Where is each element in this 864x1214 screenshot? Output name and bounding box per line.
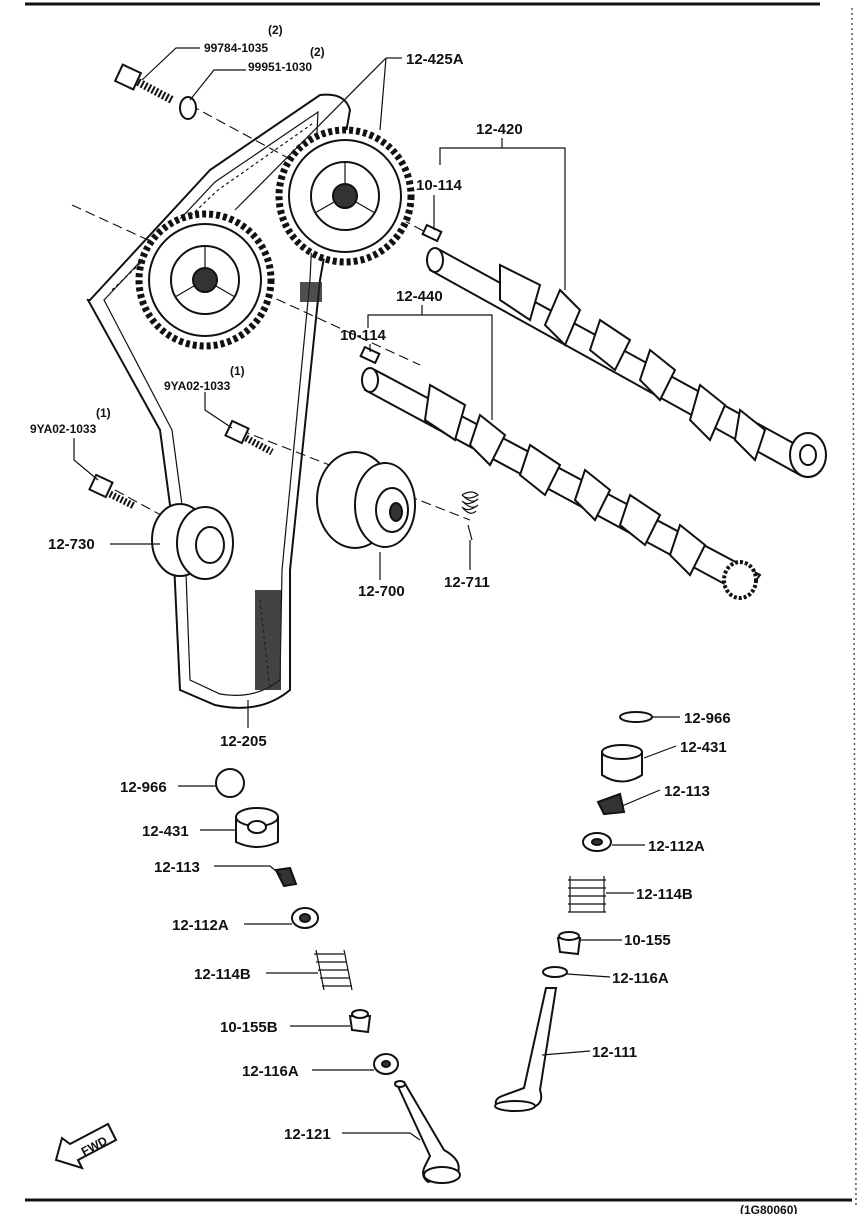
l-lower-seat xyxy=(373,1053,399,1075)
tensioner-spring xyxy=(461,491,479,541)
r-seal-label: 10-155 xyxy=(624,932,671,949)
r-tappet-label: 12-431 xyxy=(680,739,727,756)
fwd-arrow-icon xyxy=(54,1122,118,1170)
r-cap-label: 12-966 xyxy=(684,710,731,727)
cam-pulley-upper xyxy=(275,126,415,266)
idler-bolt xyxy=(88,473,136,510)
l-keeper-label: 12-113 xyxy=(154,859,200,876)
l-cap-shim xyxy=(215,768,245,798)
r-lower-seat-label: 12-116A xyxy=(612,970,669,987)
spring-label: 12-711 xyxy=(444,574,490,591)
tensioner-bolt xyxy=(224,419,274,456)
belt-label: 12-205 xyxy=(220,733,267,750)
l-valve xyxy=(394,1080,461,1184)
l-keeper xyxy=(274,866,298,888)
r-seal xyxy=(556,931,582,956)
l-tappet xyxy=(235,807,279,848)
r-valve-label: 12-111 xyxy=(592,1044,637,1061)
idler-label: 12-730 xyxy=(48,536,95,553)
r-lower-seat xyxy=(542,966,568,978)
l-cap-label: 12-966 xyxy=(120,779,167,796)
r-keeper-label: 12-113 xyxy=(664,783,710,800)
frame-right xyxy=(851,7,857,1206)
tensioner-label: 12-700 xyxy=(358,583,405,600)
r-valve xyxy=(494,987,558,1112)
r-upper-seat xyxy=(582,832,612,852)
camshaft-lower xyxy=(361,367,762,600)
r-keeper xyxy=(596,792,626,816)
l-tappet-label: 12-431 xyxy=(142,823,189,840)
bolt-tensioner-qty: (1) xyxy=(230,364,245,378)
washer-cam-label: 99951-1030 xyxy=(248,60,312,74)
bolt-cam-qty: (2) xyxy=(268,23,283,37)
cam-pulley-label: 12-425A xyxy=(406,51,464,68)
l-valve-label: 12-121 xyxy=(284,1126,331,1143)
r-tappet xyxy=(601,744,643,783)
l-spring-label: 12-114B xyxy=(194,966,251,983)
pin-upper-label: 10-114 xyxy=(416,177,463,194)
l-upper-seat-label: 12-112A xyxy=(172,917,229,934)
cam-pulley-bolt xyxy=(113,63,174,104)
camshaft-lower-label: 12-440 xyxy=(396,288,443,305)
camshaft-upper xyxy=(426,247,827,478)
pin-lower-label: 10-114 xyxy=(340,327,387,344)
l-upper-seat xyxy=(291,907,319,929)
l-spring xyxy=(314,949,353,991)
reference-code: (1G80060) xyxy=(740,1203,797,1214)
camshaft-upper-label: 12-420 xyxy=(476,121,523,138)
cam-pulley-lower xyxy=(135,210,275,350)
cam-pulley-washer xyxy=(179,96,197,120)
washer-cam-qty: (2) xyxy=(310,45,325,59)
r-spring xyxy=(568,876,606,913)
idler-pulley xyxy=(151,503,234,580)
l-seal xyxy=(348,1009,372,1034)
r-upper-seat-label: 12-112A xyxy=(648,838,705,855)
pin-upper xyxy=(421,223,443,243)
leader-lines xyxy=(73,47,680,1141)
r-spring-label: 12-114B xyxy=(636,886,693,903)
l-seal-label: 10-155B xyxy=(220,1019,278,1036)
l-lower-seat-label: 12-116A xyxy=(242,1063,299,1080)
bolt-idler-qty: (1) xyxy=(96,406,111,420)
bolt-idler-label: 9YA02-1033 xyxy=(30,422,97,436)
tensioner-pulley xyxy=(316,451,416,549)
r-cap-shim xyxy=(619,711,653,723)
bolt-tensioner-label: 9YA02-1033 xyxy=(164,379,231,393)
pin-lower xyxy=(359,345,381,365)
bolt-cam-label: 99784-1035 xyxy=(204,41,268,55)
